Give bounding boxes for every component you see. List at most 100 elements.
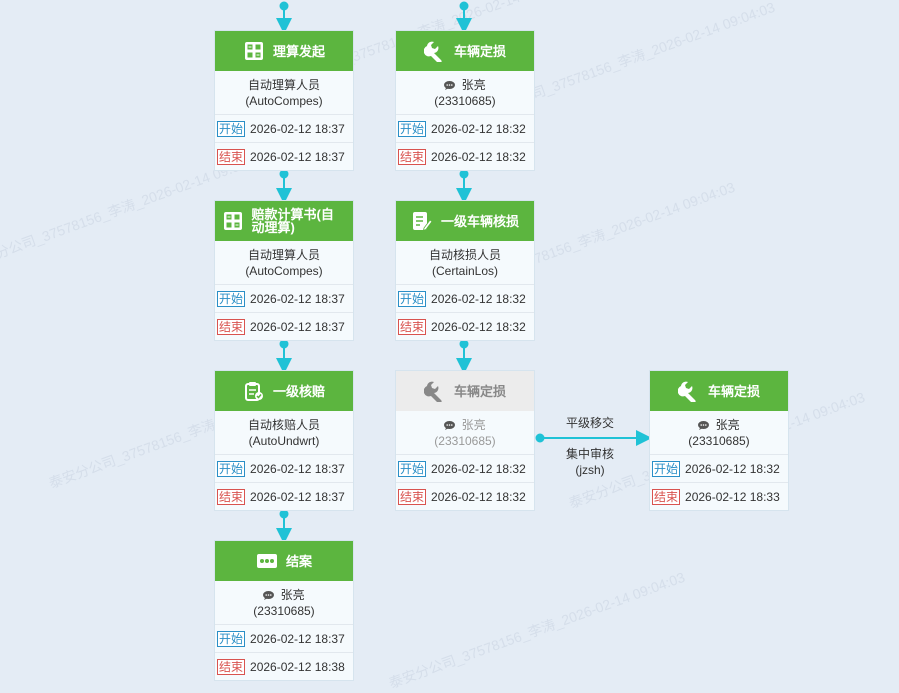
edge-label-transfer: 平级移交 [565, 416, 614, 430]
node-header: 车辆定损 [650, 371, 788, 411]
edit-doc-icon [411, 210, 433, 232]
start-tag: 开始 [217, 290, 246, 307]
end-tag: 结束 [217, 488, 246, 505]
assignee-code: (CertainLos) [431, 264, 499, 278]
wrench-icon [423, 40, 446, 62]
start-time: 2026-02-12 18:37 [250, 461, 345, 476]
end-time-row: 结束 2026-02-12 18:38 [215, 653, 353, 680]
node-title: 赔款计算书(自动理算) [251, 207, 334, 235]
assignee-name-line: 张亮 [396, 77, 534, 93]
node-header: 车辆定损 [396, 371, 534, 411]
node-title: 理算发起 [272, 43, 325, 59]
start-time: 2026-02-12 18:37 [250, 631, 345, 646]
assignee-name-line: 自动核损人员 [396, 247, 534, 263]
start-time-row: 开始 2026-02-12 18:37 [215, 115, 353, 143]
start-time: 2026-02-12 18:32 [431, 121, 526, 136]
assignee-name: 张亮 [280, 588, 305, 602]
assignee-name: 自动核损人员 [428, 248, 501, 262]
start-time-row: 开始 2026-02-12 18:32 [396, 455, 534, 483]
node-header: 理算发起 [215, 31, 353, 71]
end-tag: 结束 [217, 318, 246, 335]
end-time: 2026-02-12 18:32 [431, 319, 526, 334]
assignee-name-line: 张亮 [215, 587, 353, 603]
start-time: 2026-02-12 18:32 [685, 461, 780, 476]
node-header: 结案 [215, 541, 353, 581]
assignee-code: (23310685) [434, 434, 496, 448]
assignee-code: (23310685) [253, 604, 315, 618]
end-time: 2026-02-12 18:37 [250, 149, 345, 164]
assignee-name-line: 自动理算人员 [215, 77, 353, 93]
end-tag: 结束 [398, 488, 427, 505]
start-time: 2026-02-12 18:32 [431, 461, 526, 476]
flow-node-vehicle-loss-assessment-final[interactable]: 车辆定损 张亮(23310685) 开始 2026-02-12 18:32 结束 202… [649, 370, 789, 511]
start-time-row: 开始 2026-02-12 18:32 [650, 455, 788, 483]
node-title: 结案 [285, 553, 312, 569]
start-time: 2026-02-12 18:37 [250, 121, 345, 136]
node-title: 一级核赔 [272, 383, 325, 399]
assignee-name: 自动理算人员 [247, 248, 320, 262]
start-tag: 开始 [217, 120, 246, 137]
assignee-name-line: 自动理算人员 [215, 247, 353, 263]
node-assignee: 张亮(23310685) [650, 411, 788, 455]
start-tag: 开始 [398, 460, 427, 477]
node-header: 一级核赔 [215, 371, 353, 411]
edge-label-review-code: (jzsh) [575, 463, 605, 477]
calculator-icon [243, 40, 265, 62]
chat-bubble-icon [444, 418, 461, 432]
node-header: 一级车辆核损 [396, 201, 534, 241]
assignee-code: (AutoCompes) [245, 94, 323, 108]
start-tag: 开始 [398, 290, 427, 307]
end-time-row: 结束 2026-02-12 18:32 [396, 483, 534, 510]
flow-node-vehicle-loss-assessment-transferred[interactable]: 车辆定损 张亮 (23310685) 开始 2026-02-12 18:32 结束 202… [395, 370, 535, 511]
end-time: 2026-02-12 18:38 [250, 659, 345, 674]
node-title: 车辆定损 [453, 383, 506, 399]
assignee-name-line: 自动核赔人员 [215, 417, 353, 433]
wrench-icon [423, 380, 446, 402]
node-assignee: 自动核赔人员(AutoUndwrt) [215, 411, 353, 455]
end-tag: 结束 [652, 488, 681, 505]
end-tag: 结束 [217, 658, 246, 675]
assignee-name: 自动核赔人员 [247, 418, 320, 432]
assignee-name: 张亮 [461, 418, 486, 432]
end-time-row: 结束 2026-02-12 18:32 [396, 143, 534, 170]
node-header: 车辆定损 [396, 31, 534, 71]
node-title: 车辆定损 [453, 43, 506, 59]
wrench-icon [677, 380, 700, 402]
node-assignee: 张亮 (23310685) [215, 581, 353, 625]
node-assignee: 自动理算人员(AutoCompes) [215, 71, 353, 115]
assignee-code: (23310685) [434, 94, 496, 108]
end-tag: 结束 [398, 148, 427, 165]
chat-bubble-icon [444, 78, 461, 92]
end-tag: 结束 [398, 318, 427, 335]
chat-bubble-icon [698, 418, 715, 432]
end-time: 2026-02-12 18:33 [685, 489, 780, 504]
node-title: 车辆定损 [707, 383, 760, 399]
end-time-row: 结束 2026-02-12 18:32 [396, 313, 534, 340]
start-tag: 开始 [398, 120, 427, 137]
calculator-icon [222, 210, 244, 232]
end-time: 2026-02-12 18:32 [431, 489, 526, 504]
start-tag: 开始 [652, 460, 681, 477]
end-time: 2026-02-12 18:32 [431, 149, 526, 164]
start-time-row: 开始 2026-02-12 18:32 [396, 115, 534, 143]
flow-node-calc-initiate[interactable]: 理算发起自动理算人员(AutoCompes) 开始 2026-02-12 18:37… [214, 30, 354, 171]
end-time-row: 结束 2026-02-12 18:33 [650, 483, 788, 510]
node-assignee: 自动核损人员 (CertainLos) [396, 241, 534, 285]
assignee-name-line: 张亮 [396, 417, 534, 433]
edge-label-review-name: 集中审核 [565, 447, 614, 461]
end-tag: 结束 [217, 148, 246, 165]
dots-icon [256, 550, 278, 572]
flow-node-vehicle-loss-assessment[interactable]: 车辆定损 张亮 (23310685) 开始 2026-02-12 18:32 结束 202… [395, 30, 535, 171]
end-time-row: 结束 2026-02-12 18:37 [215, 143, 353, 170]
assignee-name: 张亮 [461, 78, 486, 92]
start-time: 2026-02-12 18:37 [250, 291, 345, 306]
